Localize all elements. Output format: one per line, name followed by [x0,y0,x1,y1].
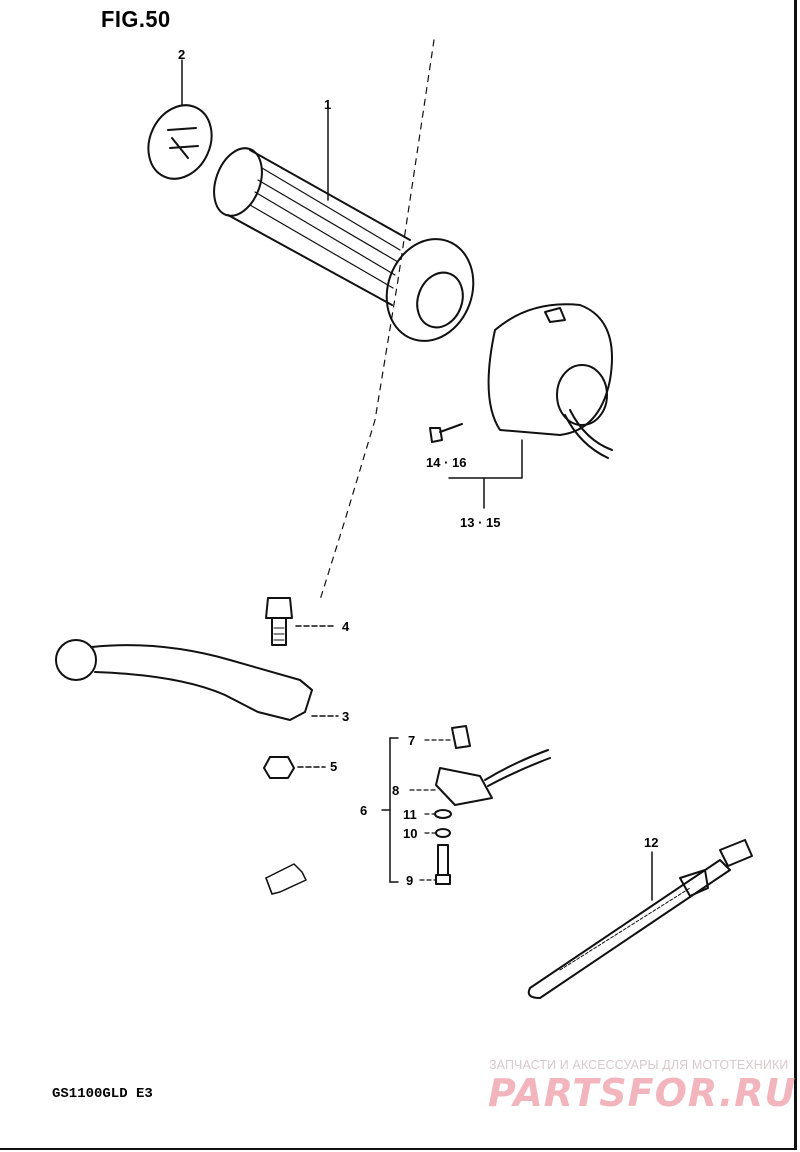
watermark-brand: PARTSFOR.RU [488,1071,797,1115]
callout-1: 1 [324,97,332,112]
part-5-nut [263,756,326,779]
part-13-switch-housing [487,303,613,459]
callout-5: 5 [330,759,338,774]
callout-3: 3 [342,709,350,724]
bracket-13-15 [448,439,523,479]
part-6-switch-assembly [381,725,551,885]
front-arrow-icon [265,863,307,895]
part-1-grip [213,107,475,342]
callout-13-15: 13 · 15 [460,515,501,530]
callout-6: 6 [360,803,368,818]
callout-2: 2 [178,47,186,62]
part-12-cable-tie [527,839,753,999]
callout-14-16: 14 · 16 [426,455,467,470]
model-code: GS1100GLD E3 [52,1086,153,1102]
watermark-tagline: ЗАПЧАСТИ И АКСЕССУАРЫ ДЛЯ МОТОТЕХНИКИ [489,1058,789,1072]
callout-10: 10 [403,826,418,841]
part-2-bar-end-cap [147,59,213,180]
callout-7: 7 [408,733,416,748]
part-3-lever [55,639,339,721]
callout-12: 12 [644,835,659,850]
part-14-screw [429,423,463,443]
part-4-pivot-bolt [265,597,336,646]
callout-9: 9 [406,873,414,888]
callout-4: 4 [342,619,350,634]
figure-title: FIG.50 [101,6,171,32]
callout-11: 11 [403,807,417,822]
axis-line [319,39,435,601]
callout-8: 8 [392,783,400,798]
